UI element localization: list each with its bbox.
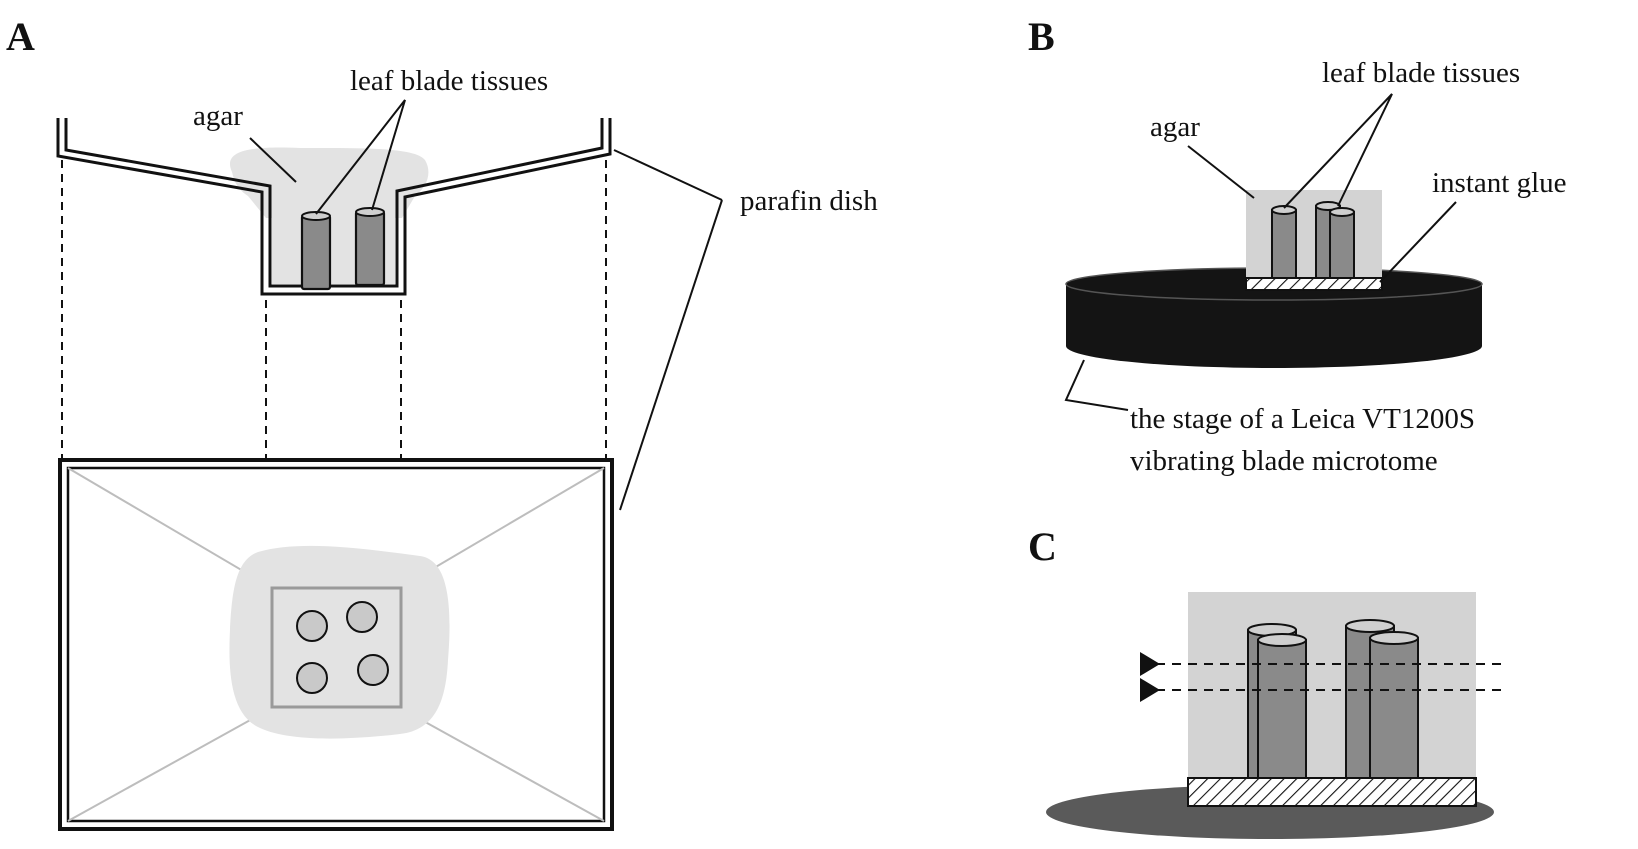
panel-b-letter: B bbox=[1028, 14, 1055, 59]
tissue-top-1 bbox=[296, 610, 328, 642]
instant-glue-c bbox=[1187, 777, 1477, 807]
tissue-side-1 bbox=[300, 211, 332, 291]
panel-b-agar-leader bbox=[1187, 145, 1255, 199]
panel-c: C bbox=[1028, 524, 1506, 839]
well-top bbox=[270, 586, 403, 709]
panel-b-glue-leader bbox=[1379, 201, 1457, 283]
panel-a-dish-leader-bottom bbox=[619, 199, 723, 511]
section-line-2 bbox=[1140, 678, 1506, 702]
panel-a-letter: A bbox=[6, 14, 35, 59]
parafin-dish-top bbox=[58, 458, 614, 831]
panel-b: B agar leaf blade bbox=[1028, 14, 1567, 477]
tissue-c-4 bbox=[1369, 631, 1419, 779]
panel-b-tissues-leader bbox=[1283, 93, 1393, 209]
panel-a-tissues-label: leaf blade tissues bbox=[350, 65, 548, 97]
tissues-b bbox=[1271, 201, 1355, 279]
panel-b-agar-label: agar bbox=[1150, 111, 1200, 143]
instant-glue-b bbox=[1245, 277, 1383, 291]
panel-a-agar-label: agar bbox=[193, 100, 243, 132]
agar-block-c bbox=[1188, 592, 1476, 778]
panel-b-stage-leader bbox=[1064, 359, 1129, 411]
panel-c-letter: C bbox=[1028, 524, 1057, 569]
panel-b-stage-label-line1: the stage of a Leica VT1200S bbox=[1130, 403, 1475, 435]
tissue-side-2 bbox=[354, 207, 386, 287]
tissue-c-2 bbox=[1257, 633, 1307, 779]
panel-a-tissues-leader bbox=[315, 99, 406, 215]
section-line-1 bbox=[1140, 652, 1506, 676]
panel-b-glue-label: instant glue bbox=[1432, 167, 1567, 199]
panel-b-tissues-label: leaf blade tissues bbox=[1322, 57, 1520, 89]
panel-b-stage-label-line2: vibrating blade microtome bbox=[1130, 445, 1438, 477]
panel-a: A agar leaf blade tissues parafin dish bbox=[6, 14, 878, 831]
tissue-top-2 bbox=[346, 601, 378, 633]
tissue-top-4 bbox=[357, 654, 389, 686]
agar-block-b bbox=[1246, 190, 1382, 278]
panel-a-dish-leader-top bbox=[613, 149, 723, 201]
tissue-b-3 bbox=[1329, 207, 1355, 279]
panel-a-agar-leader bbox=[249, 137, 297, 183]
panel-a-dish-label: parafin dish bbox=[740, 185, 878, 217]
tissue-top-3 bbox=[296, 662, 328, 694]
tissue-b-1 bbox=[1271, 205, 1297, 279]
parafin-dish-side bbox=[56, 118, 612, 296]
projection-lines bbox=[61, 160, 607, 582]
